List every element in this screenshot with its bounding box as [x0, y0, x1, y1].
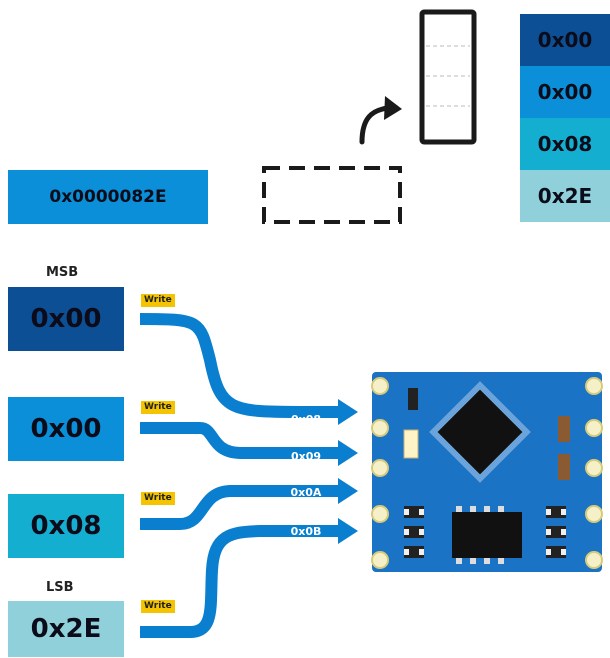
- empty-register-column: [419, 9, 477, 145]
- flow-ribbon-0: [139, 313, 340, 418]
- flow-arrowhead-3: [338, 518, 358, 544]
- stack-byte-3-text: 0x2E: [537, 184, 593, 208]
- register-label-1: 0x09: [291, 450, 321, 463]
- stack-byte-3: 0x2E: [520, 170, 610, 222]
- flow-ribbon-3: [140, 525, 340, 638]
- byte-box-msb: 0x00: [8, 287, 124, 351]
- curved-arrow-head-icon: [384, 96, 402, 120]
- word-value-text: 0x0000082E: [49, 187, 167, 207]
- flow-arrowhead-0: [338, 399, 358, 425]
- byte-box-2-text: 0x00: [30, 414, 102, 444]
- dashed-slot: [262, 166, 402, 224]
- stack-byte-1-text: 0x00: [537, 80, 593, 104]
- word-value-box: 0x0000082E: [8, 170, 208, 224]
- register-label-2: 0x0A: [291, 486, 322, 499]
- byte-box-lsb-text: 0x2E: [30, 614, 102, 644]
- write-tag-0: Write: [141, 294, 175, 307]
- flow-ribbon-1: [140, 422, 340, 459]
- write-tag-2: Write: [141, 492, 175, 505]
- curved-arrow-icon: [359, 105, 391, 145]
- msb-label: MSB: [46, 265, 79, 280]
- byte-box-lsb: 0x2E: [8, 601, 124, 657]
- write-tag-3: Write: [141, 600, 175, 613]
- sensor-chip: [429, 381, 531, 483]
- flow-arrowhead-1: [338, 440, 358, 466]
- flow-arrowhead-2: [338, 478, 358, 504]
- bottom-ic: [452, 512, 522, 558]
- byte-box-2: 0x00: [8, 397, 124, 461]
- stack-byte-2: 0x08: [520, 118, 610, 170]
- byte-box-3: 0x08: [8, 494, 124, 558]
- register-label-0: 0x08: [291, 413, 321, 426]
- byte-box-3-text: 0x08: [30, 511, 102, 541]
- stack-byte-2-text: 0x08: [537, 132, 593, 156]
- lsb-label: LSB: [46, 580, 74, 595]
- write-tag-1: Write: [141, 401, 175, 414]
- stack-byte-0-text: 0x00: [537, 28, 593, 52]
- stack-byte-1: 0x00: [520, 66, 610, 118]
- flow-ribbon-2: [140, 485, 340, 530]
- sensor-board: [371, 372, 603, 572]
- byte-box-msb-text: 0x00: [30, 304, 102, 334]
- register-label-3: 0x0B: [291, 525, 322, 538]
- stack-byte-0: 0x00: [520, 14, 610, 66]
